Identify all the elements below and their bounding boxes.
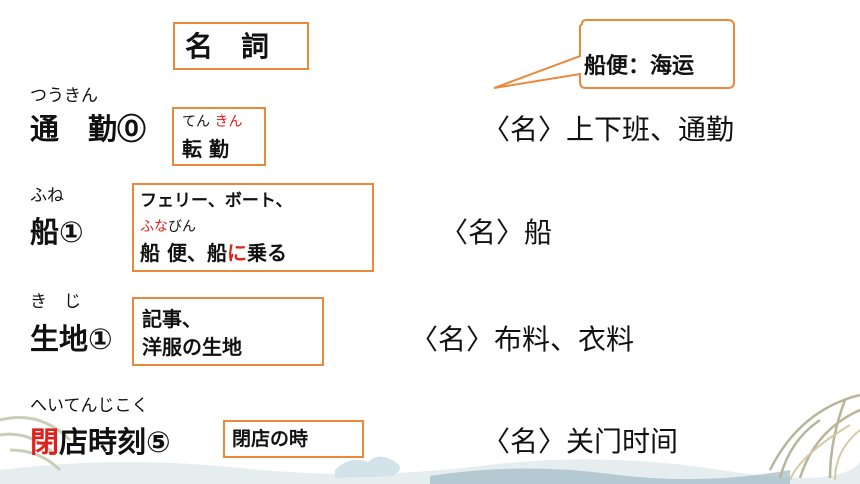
entry-reading: へいてんじこく: [30, 396, 149, 416]
note-ruby-b: びん: [168, 219, 196, 235]
entry-reading: ふね: [30, 186, 64, 206]
note-line-b: に: [226, 241, 247, 265]
entry-note-box: てん きん 転 勤: [172, 107, 266, 166]
note-ruby-a: てん: [182, 114, 210, 130]
entry-meaning: 〈名〉船: [440, 216, 553, 249]
note-ruby-a: ふな: [140, 219, 168, 235]
note-line: 閉店の時: [232, 428, 309, 450]
entry-note-box: フェリー、ボート、 ふなびん 船 便、船に乗る: [132, 183, 374, 272]
callout-bubble: [493, 19, 735, 89]
note-line: フェリー、ボート、: [140, 191, 293, 211]
wave-band-2: [430, 468, 790, 484]
note-ruby: ふなびん: [140, 220, 196, 234]
entry-meaning: 〈名〉上下班、通勤: [482, 113, 735, 146]
entry-note-box: 閉店の時: [223, 420, 364, 458]
note-line: 洋服の生地: [142, 335, 242, 359]
entry-word: 閉店時刻⑤: [30, 428, 171, 457]
note-line: 船 便、船に乗る: [140, 243, 287, 263]
entry-word: 通 勤⓪: [30, 112, 147, 146]
heading-box: 名 詞: [173, 22, 309, 70]
grass-right: [768, 393, 860, 479]
entry-meaning: 〈名〉关门时间: [482, 425, 679, 458]
grass-left: [0, 416, 72, 472]
wave-crest: [335, 456, 400, 478]
heading-text: 名 詞: [185, 30, 270, 63]
entry-reading: つうきん: [30, 86, 98, 106]
entry-meaning: 〈名〉布料、衣料: [410, 323, 635, 356]
note-line-c: 乗る: [246, 241, 287, 265]
note-line-a: 船 便、船: [140, 241, 227, 265]
entry-word: 生地①: [30, 322, 113, 356]
entry-note-box: 記事、 洋服の生地: [132, 297, 324, 366]
entry-reading: き じ: [30, 292, 81, 312]
entry-word-a: 閉: [30, 425, 60, 459]
note-line: 記事、: [142, 307, 202, 331]
note-ruby: てん きん: [182, 115, 242, 129]
entry-word-b: 店時刻⑤: [59, 425, 171, 459]
note-line: 転 勤: [182, 137, 229, 161]
grass-right-2: [789, 424, 860, 481]
callout-text: 船便：海运: [584, 54, 695, 79]
entry-word: 船①: [30, 215, 84, 249]
note-ruby-b: きん: [214, 114, 243, 130]
